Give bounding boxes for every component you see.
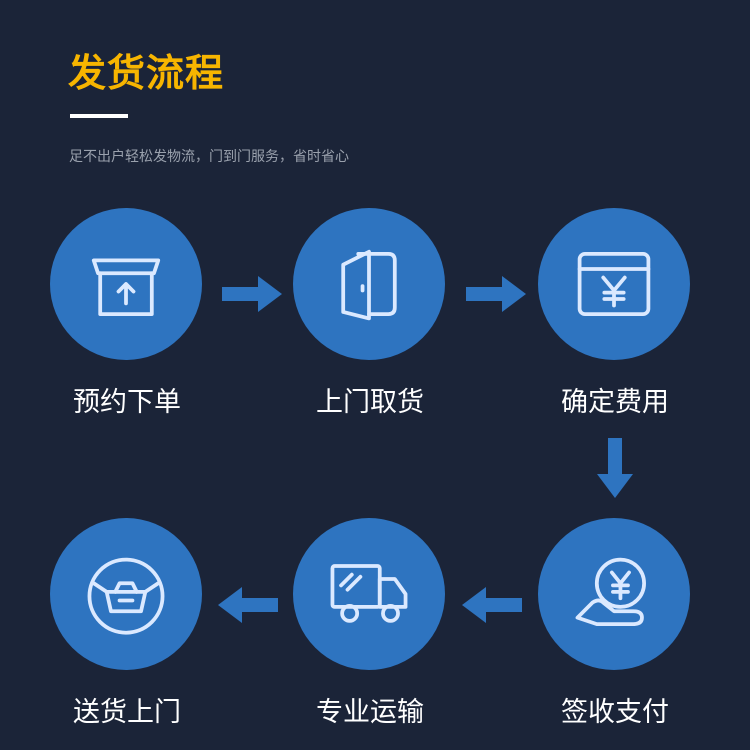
hand-yen-coin-icon <box>575 557 646 626</box>
truck-icon <box>330 564 408 623</box>
step-circle <box>50 208 202 360</box>
step-confirm-fee: 确定费用 <box>538 208 692 419</box>
arrow-left-icon <box>218 587 278 623</box>
page-subtitle: 足不出户轻松发物流，门到门服务，省时省心 <box>69 149 349 165</box>
step-label: 送货上门 <box>73 697 181 728</box>
step-label: 确定费用 <box>561 387 669 418</box>
step-book-order: 预约下单 <box>50 208 204 419</box>
step-circle <box>538 518 690 670</box>
arrow-right-icon <box>466 276 526 312</box>
box-upload-icon <box>91 258 161 316</box>
step-circle <box>293 208 445 360</box>
step-sign-pay: 签收支付 <box>538 518 692 729</box>
step-label: 上门取货 <box>316 387 424 418</box>
arrow-left-icon <box>462 587 522 623</box>
step-label: 预约下单 <box>73 387 181 418</box>
step-circle <box>538 208 690 360</box>
step-label: 专业运输 <box>316 697 424 728</box>
step-circle <box>293 518 445 670</box>
step-transport: 专业运输 <box>293 518 447 729</box>
step-pickup: 上门取货 <box>293 208 447 419</box>
step-label: 签收支付 <box>561 697 669 728</box>
arrow-down-icon <box>597 438 633 498</box>
door-icon <box>341 249 397 321</box>
title-underline <box>70 114 128 118</box>
page-title: 发货流程 <box>68 51 225 95</box>
package-circle-icon <box>87 557 165 635</box>
step-circle <box>50 518 202 670</box>
arrow-right-icon <box>222 276 282 312</box>
yen-window-icon <box>577 252 651 316</box>
step-delivery: 送货上门 <box>50 518 204 729</box>
